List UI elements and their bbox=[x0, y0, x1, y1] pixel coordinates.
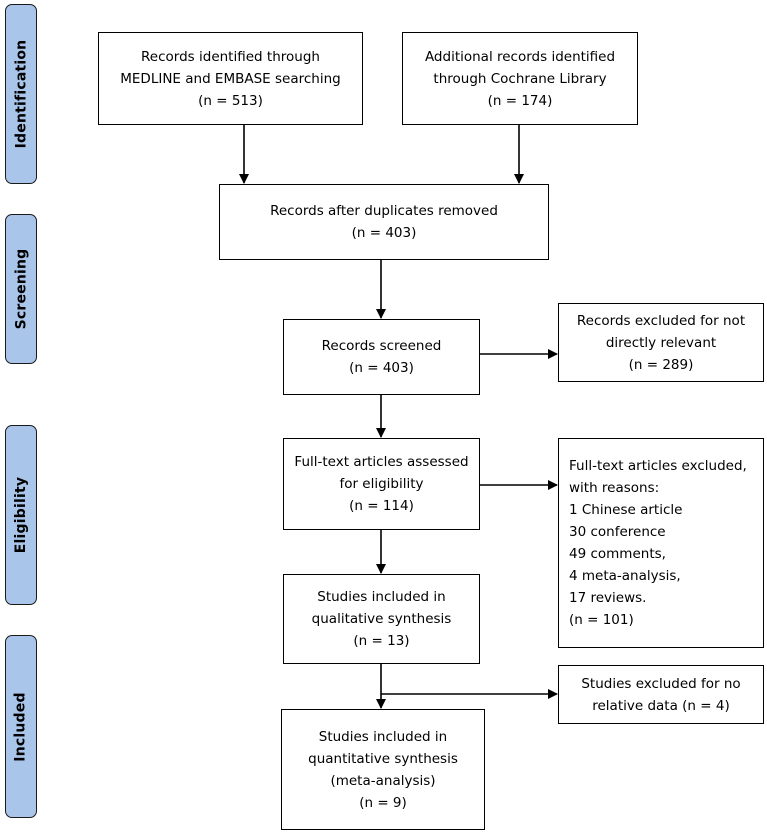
quantitative-line1: Studies included in bbox=[318, 728, 448, 745]
medline-line1: Records identified through bbox=[141, 48, 320, 65]
reason-item: 1 Chinese article bbox=[569, 502, 683, 518]
box-qualitative-synthesis: Studies included in qualitative synthesi… bbox=[283, 574, 480, 664]
stage-eligibility-label: Eligibility bbox=[13, 476, 30, 554]
reason-item: 17 reviews. bbox=[569, 590, 647, 606]
not-relevant-count: (n = 289) bbox=[628, 356, 694, 373]
stage-screening: Screening bbox=[5, 214, 37, 364]
stage-identification: Identification bbox=[5, 4, 37, 184]
cochrane-line2: through Cochrane Library bbox=[433, 70, 607, 87]
fulltext-excluded-count: (n = 101) bbox=[569, 612, 634, 628]
stage-screening-label: Screening bbox=[13, 248, 29, 330]
fulltext-excluded-line2: with reasons: bbox=[569, 480, 660, 496]
cochrane-count: (n = 174) bbox=[487, 92, 553, 109]
not-relevant-line2: directly relevant bbox=[605, 334, 717, 351]
duplicates-count: (n = 403) bbox=[351, 225, 417, 241]
cochrane-line1: Additional records identified bbox=[424, 48, 616, 65]
screened-count: (n = 403) bbox=[349, 360, 414, 376]
not-relevant-line1: Records excluded for not bbox=[576, 312, 746, 329]
medline-line2: MEDLINE and EMBASE searching bbox=[120, 70, 341, 87]
duplicates-line1: Records after duplicates removed bbox=[270, 203, 498, 219]
qualitative-line2: qualitative synthesis bbox=[311, 611, 452, 627]
quantitative-line2: quantitative synthesis bbox=[308, 750, 458, 767]
reason-item: 49 comments, bbox=[569, 546, 666, 562]
quantitative-line3: (meta-analysis) bbox=[330, 772, 436, 789]
box-duplicates-removed: Records after duplicates removed (n = 40… bbox=[219, 184, 549, 260]
stage-included-label: Included bbox=[13, 691, 30, 762]
screened-line1: Records screened bbox=[321, 338, 442, 354]
stage-included: Included bbox=[5, 635, 37, 818]
assessed-count: (n = 114) bbox=[349, 498, 414, 514]
box-records-medline-embase: Records identified through MEDLINE and E… bbox=[98, 32, 363, 125]
box-fulltext-excluded: Full-text articles excluded, with reason… bbox=[558, 438, 764, 648]
assessed-line2: for eligibility bbox=[339, 476, 424, 492]
reason-item: 4 meta-analysis, bbox=[569, 568, 681, 584]
qualitative-count: (n = 13) bbox=[353, 633, 410, 649]
assessed-line1: Full-text articles assessed bbox=[294, 454, 469, 470]
reason-item: 30 conference bbox=[569, 524, 666, 540]
box-fulltext-assessed: Full-text articles assessed for eligibil… bbox=[283, 438, 480, 530]
box-quantitative-synthesis: Studies included in quantitative synthes… bbox=[281, 709, 485, 830]
box-records-cochrane: Additional records identified through Co… bbox=[402, 32, 638, 125]
qualitative-line1: Studies included in bbox=[317, 589, 446, 605]
fulltext-excluded-line1: Full-text articles excluded, bbox=[569, 458, 747, 474]
medline-count: (n = 513) bbox=[198, 92, 263, 109]
quantitative-count: (n = 9) bbox=[359, 794, 407, 811]
no-data-line1: Studies excluded for no bbox=[581, 675, 741, 692]
no-data-line2: relative data (n = 4) bbox=[592, 697, 730, 714]
box-records-screened: Records screened (n = 403) bbox=[283, 319, 480, 395]
box-excluded-not-relevant: Records excluded for not directly releva… bbox=[558, 303, 764, 382]
stage-eligibility: Eligibility bbox=[5, 425, 37, 605]
stage-identification-label: Identification bbox=[13, 39, 30, 149]
box-excluded-no-data: Studies excluded for no relative data (n… bbox=[558, 665, 764, 724]
